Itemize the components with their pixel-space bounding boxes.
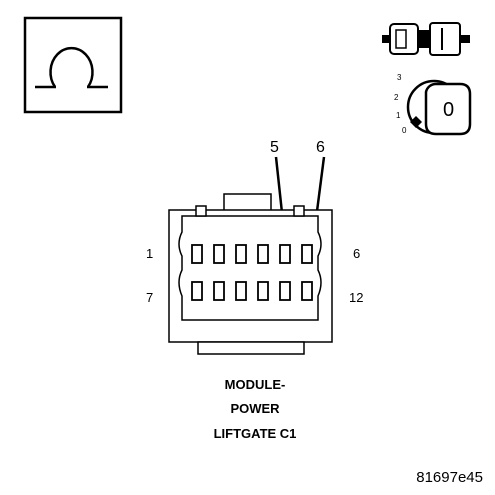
caption-line-1: MODULE- bbox=[225, 377, 286, 392]
pin-11 bbox=[279, 281, 291, 301]
figure-id: 81697e45 bbox=[416, 469, 483, 486]
pin-9 bbox=[235, 281, 247, 301]
pin-10 bbox=[257, 281, 269, 301]
pin-cavities bbox=[191, 244, 313, 301]
pin-label-bottom-right: 12 bbox=[349, 290, 363, 305]
pin-4 bbox=[257, 244, 269, 264]
connector-body bbox=[168, 193, 333, 355]
callout-pin-5: 5 bbox=[270, 139, 279, 156]
key-position-3: 3 bbox=[397, 73, 402, 82]
ohm-icon bbox=[23, 16, 123, 114]
pin-1 bbox=[191, 244, 203, 264]
pin-label-bottom-left: 7 bbox=[146, 290, 153, 305]
pin-6 bbox=[301, 244, 313, 264]
pin-3 bbox=[235, 244, 247, 264]
key-value-label: 0 bbox=[443, 99, 454, 121]
key-position-2: 2 bbox=[394, 93, 399, 102]
key-position-1: 1 bbox=[396, 111, 401, 120]
connector-plug-icon bbox=[382, 22, 470, 56]
pin-label-top-right: 6 bbox=[353, 246, 360, 261]
pin-label-top-left: 1 bbox=[146, 246, 153, 261]
pin-12 bbox=[301, 281, 313, 301]
pin-5 bbox=[279, 244, 291, 264]
caption-line-3: LIFTGATE C1 bbox=[214, 426, 297, 441]
callout-pin-6: 6 bbox=[316, 139, 325, 156]
key-position-0: 0 bbox=[402, 126, 407, 135]
pin-2 bbox=[213, 244, 225, 264]
caption-line-2: POWER bbox=[230, 401, 280, 416]
ignition-key-icon: 0 3 2 1 0 bbox=[394, 73, 472, 136]
pin-7 bbox=[191, 281, 203, 301]
pin-8 bbox=[213, 281, 225, 301]
